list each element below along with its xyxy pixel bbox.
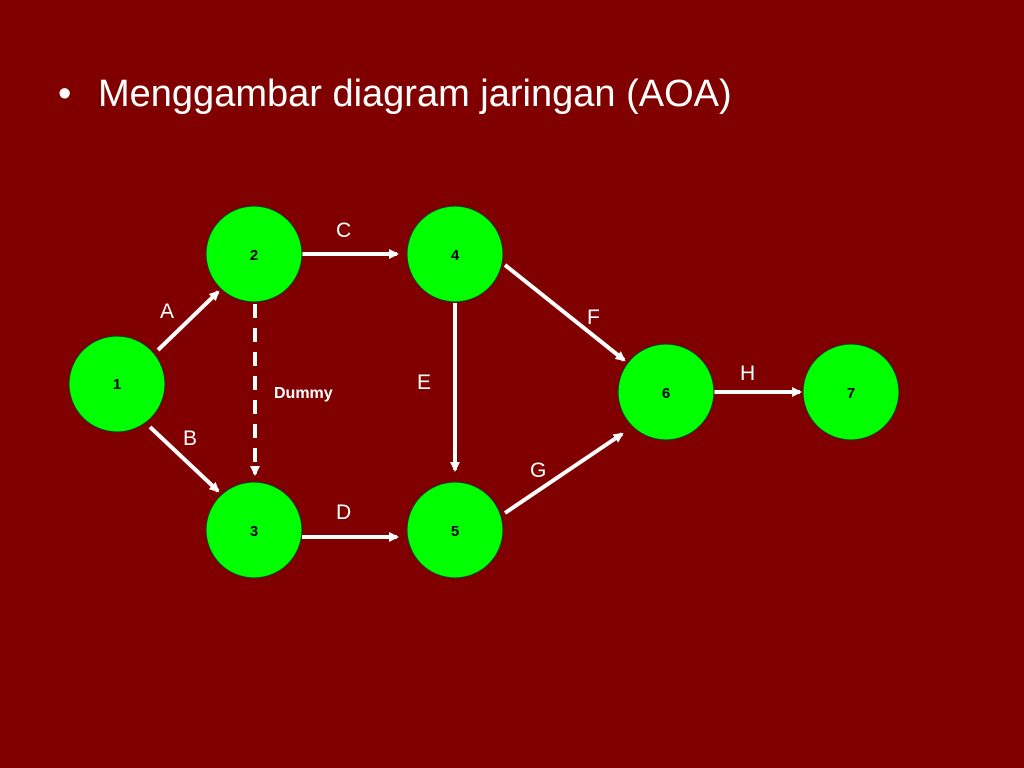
node-3-circle — [205, 481, 303, 579]
node-2: 2 — [205, 205, 303, 303]
edge-labels-layer: A B C D E F G H Dummy — [160, 219, 755, 524]
slide-title-text: Menggambar diagram jaringan (AOA) — [98, 73, 732, 115]
nodes-layer: 1 2 3 4 5 6 7 — [68, 205, 900, 579]
node-3-label: 3 — [250, 523, 258, 540]
node-4-label: 4 — [451, 247, 460, 264]
node-5-circle — [406, 481, 504, 579]
node-4-circle — [406, 205, 504, 303]
edge-a-label: A — [160, 300, 174, 323]
node-6-label: 6 — [662, 385, 670, 402]
node-6: 6 — [617, 343, 715, 441]
edge-h-label: H — [740, 362, 755, 385]
node-6-circle — [617, 343, 715, 441]
edge-b-label: B — [183, 427, 197, 450]
slide-title: • Menggambar diagram jaringan (AOA) — [58, 66, 732, 122]
edge-f-line — [503, 263, 626, 362]
edge-g-line — [503, 432, 624, 515]
edge-f-label: F — [587, 306, 600, 329]
node-5-label: 5 — [451, 523, 459, 540]
bullet-marker: • — [58, 73, 72, 115]
node-5: 5 — [406, 481, 504, 579]
edge-c-label: C — [336, 219, 351, 242]
edge-e-label: E — [417, 371, 431, 394]
node-3: 3 — [205, 481, 303, 579]
node-2-label: 2 — [250, 247, 258, 264]
node-1-circle — [68, 335, 166, 433]
node-2-circle — [205, 205, 303, 303]
node-7-circle — [802, 343, 900, 441]
edge-b-line — [148, 425, 220, 493]
node-4: 4 — [406, 205, 504, 303]
node-7: 7 — [802, 343, 900, 441]
node-1: 1 — [68, 335, 166, 433]
edges-layer — [148, 249, 802, 542]
edge-g-label: G — [530, 459, 546, 482]
node-7-label: 7 — [847, 385, 855, 402]
edge-dummy-label: Dummy — [274, 385, 333, 402]
edge-a-line — [156, 290, 220, 352]
edge-d-label: D — [336, 501, 351, 524]
node-1-label: 1 — [113, 376, 121, 393]
